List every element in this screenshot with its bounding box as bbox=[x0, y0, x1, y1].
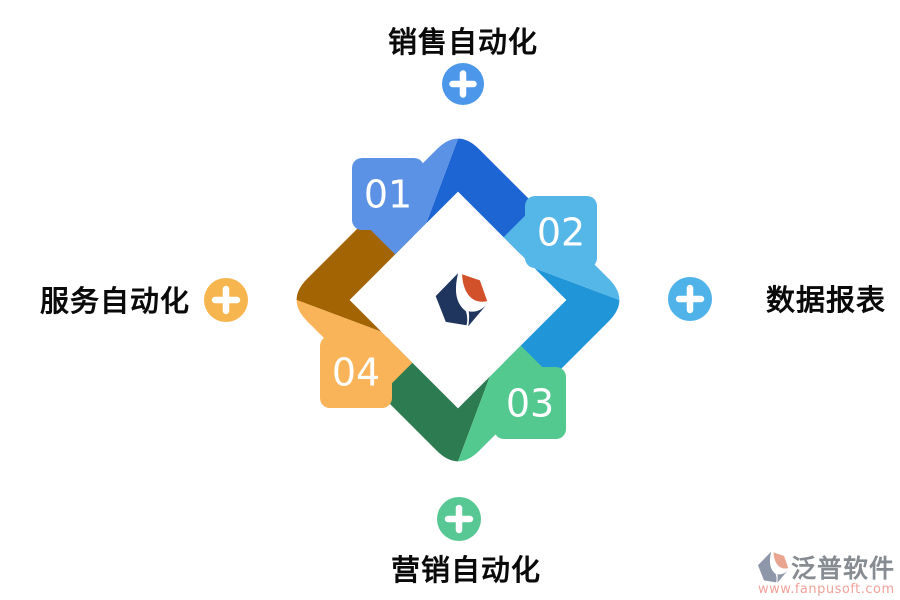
label-top: 销售自动化 bbox=[388, 25, 538, 59]
step-badge-04: 04 bbox=[320, 336, 392, 408]
fanpu-logo bbox=[435, 273, 488, 327]
plus-button-top[interactable] bbox=[442, 63, 484, 105]
step-badge-01: 01 bbox=[352, 158, 424, 230]
badge-03-box bbox=[494, 367, 566, 439]
plus-button-right[interactable] bbox=[668, 277, 712, 321]
label-bottom: 营销自动化 bbox=[391, 553, 541, 587]
step-badge-02: 02 bbox=[525, 196, 597, 268]
badge-01-number: 01 bbox=[364, 173, 412, 217]
logo-hexagon-left bbox=[435, 273, 468, 326]
plus-icon bbox=[675, 284, 705, 314]
ribbon-tails bbox=[296, 138, 620, 462]
watermark-brand: 泛普软件 bbox=[791, 554, 895, 583]
watermark: 泛普软件 www.fanpusoft.com bbox=[757, 551, 895, 597]
label-left: 服务自动化 bbox=[40, 284, 190, 318]
plus-buttons bbox=[204, 63, 712, 541]
logo-flame bbox=[462, 274, 488, 302]
step-badge-03: 03 bbox=[494, 367, 566, 439]
logo-swoosh bbox=[468, 303, 488, 327]
badge-02-box bbox=[525, 196, 597, 268]
badge-01-box bbox=[352, 158, 424, 230]
logo-hexagon-left bbox=[757, 551, 777, 583]
watermark-logo-icon bbox=[757, 551, 789, 584]
badge-03-number: 03 bbox=[506, 382, 554, 426]
plus-button-left[interactable] bbox=[204, 278, 248, 322]
node-labels: 销售自动化 数据报表 营销自动化 服务自动化 bbox=[40, 25, 886, 587]
label-right: 数据报表 bbox=[766, 283, 886, 317]
badge-04-box bbox=[320, 336, 392, 408]
badge-02-number: 02 bbox=[537, 211, 585, 255]
plus-icon bbox=[449, 70, 477, 98]
plus-icon bbox=[211, 285, 241, 315]
logo-flame bbox=[773, 552, 789, 569]
plus-button-bottom[interactable] bbox=[437, 497, 481, 541]
badge-04-number: 04 bbox=[332, 351, 380, 395]
plus-icon bbox=[444, 504, 474, 534]
watermark-url: www.fanpusoft.com bbox=[758, 582, 895, 597]
step-badges: 01 02 03 04 bbox=[320, 158, 597, 439]
